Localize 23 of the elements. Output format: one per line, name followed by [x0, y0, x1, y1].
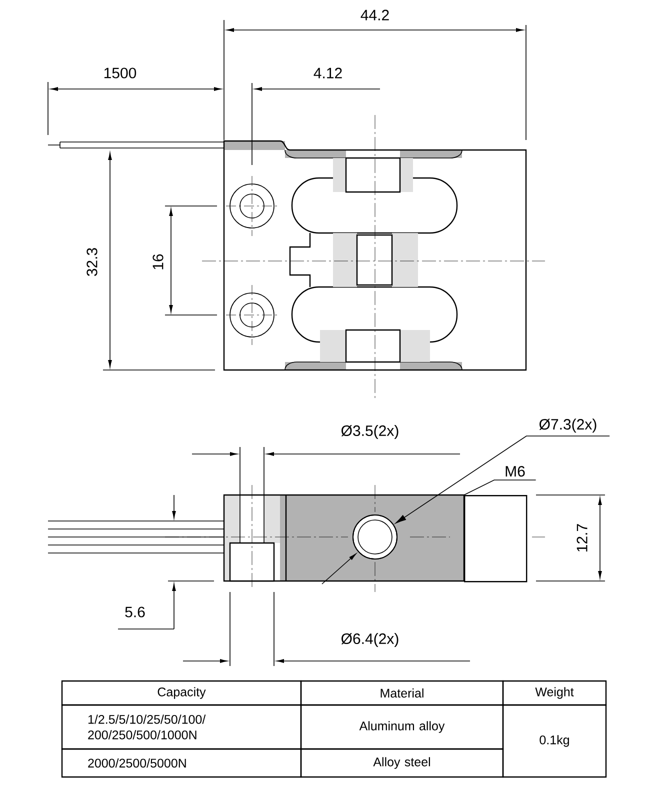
dimension-label: 12.7 [576, 524, 588, 552]
table-cell: Material [300, 680, 504, 706]
table-cell: Weight [502, 680, 607, 706]
hole-circle [352, 514, 398, 560]
table-cell: 2000/2500/5000N [61, 748, 302, 778]
dimension-label: 16 [152, 254, 164, 270]
dimension-label: 5.6 [125, 606, 145, 618]
table-cell: Alloy steel [300, 748, 504, 778]
callout-label: M6 [506, 466, 525, 477]
dimension-label: 1500 [104, 68, 136, 78]
dimension-label: 4.12 [314, 68, 342, 78]
end-block [464, 495, 528, 582]
dimension-label: Ø6.4(2x) [341, 633, 398, 647]
dimension-label: 32.3 [86, 248, 98, 276]
table-cell: Aluminum alloy [300, 704, 504, 750]
leader-line [464, 480, 536, 496]
dimension-label: 44.2 [360, 10, 389, 20]
callout-label: Ø7.3(2x) [539, 418, 596, 433]
table-cell: 0.1kg [502, 704, 607, 778]
leader-line [396, 436, 610, 524]
dimension-label: Ø3.5(2x) [341, 425, 398, 439]
table-cell: 1/2.5/5/10/25/50/100/ 200/250/500/1000N [61, 704, 302, 750]
table-cell: Capacity [61, 680, 302, 706]
